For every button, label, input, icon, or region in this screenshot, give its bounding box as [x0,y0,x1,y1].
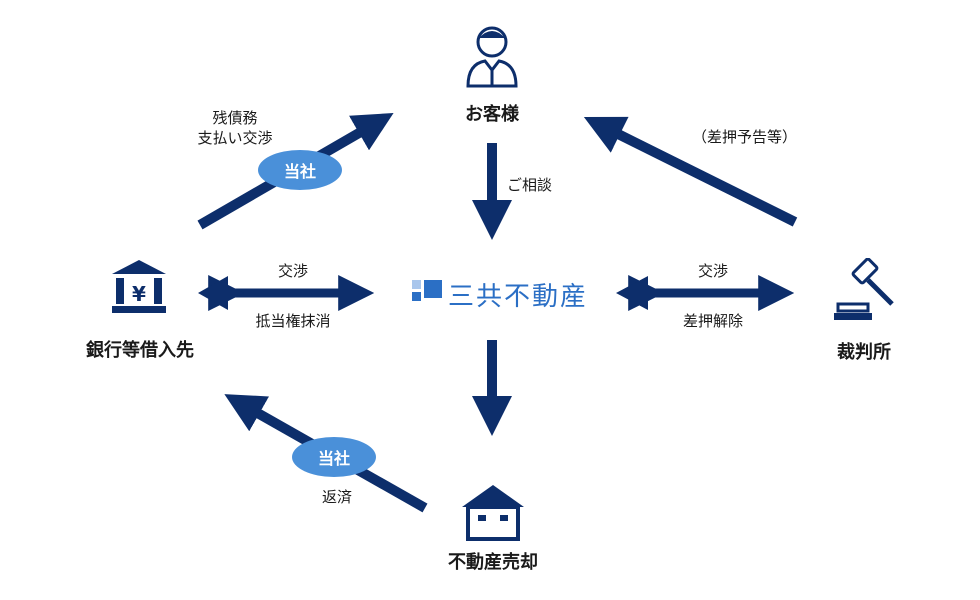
edge-label-repayment: 返済 [321,488,353,506]
badge-company-top: 当社 [258,150,342,190]
person-icon [466,26,518,88]
house-icon [462,485,524,541]
edge-label-bank-negotiate: 交渉 [277,262,309,280]
logo-squares-icon [412,280,442,301]
edge-label-consult: ご相談 [507,176,553,194]
court-label: 裁判所 [837,342,891,363]
yen-sign: ¥ [132,282,146,306]
edge-label-seizure-release: 差押解除 [682,312,744,330]
edge-label-bank-to-customer: 残債務 支払い交渉 [197,109,273,147]
sale-label: 不動産売却 [448,552,538,573]
edge-label-court-notice: （差押予告等） [692,128,798,146]
bank-label: 銀行等借入先 [86,340,194,361]
arrow-court-to-customer [583,116,798,227]
edge-label-mortgage-release: 抵当権抹消 [255,312,331,330]
badge-company-bottom: 当社 [292,437,376,477]
arrowhead-bank-side [198,276,228,310]
edge-label-court-negotiate: 交渉 [697,262,729,280]
bank-icon [112,260,166,313]
customer-label: お客様 [465,104,519,125]
gavel-icon [834,258,894,320]
company-name: 三共不動産 [448,282,589,312]
arrowhead-court-side-left [616,276,648,310]
